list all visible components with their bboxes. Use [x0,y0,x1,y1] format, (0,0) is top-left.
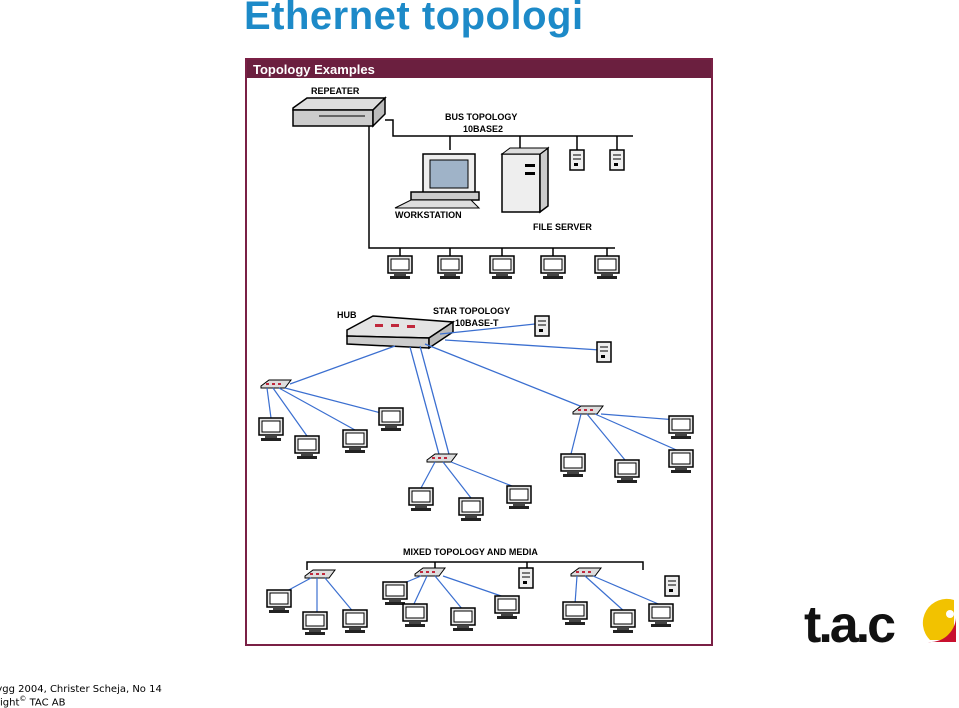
star-topology-label: STAR TOPOLOGY [433,306,510,316]
bus-cable-upper [385,119,633,137]
star-standard-label: 10BASE-T [455,318,499,328]
bus-cable-lower [368,126,615,249]
slide-title: Ethernet topologi [244,0,584,38]
repeater-icon [292,96,387,128]
tac-logo-text: t.a.c [804,596,895,654]
mixed-topology-label: MIXED TOPOLOGY AND MEDIA [403,547,538,557]
workstation-label: WORKSTATION [395,210,462,220]
footer-line-1: bygg 2004, Christer Scheja, No 14 [0,684,162,695]
star-cables [289,323,601,459]
hub-icon [346,315,456,350]
mixed-backbone [306,561,644,570]
workstation-icon [394,153,481,209]
tac-logo-emblem-icon [922,598,956,643]
tac-logo: t.a.c [804,590,959,656]
diagram-header-text: Topology Examples [253,62,375,77]
star-tower-2-icon [596,341,612,363]
topology-diagram: Topology Examples REPEATER BUS TOPOLOGY … [245,58,713,646]
footer-line-2: yright© TAC AB [0,695,65,708]
footer-copyright-symbol: © [19,695,27,703]
mixed-tower-2-icon [664,575,680,597]
bus-standard-label: 10BASE2 [463,124,503,134]
diagram-frame [245,58,713,646]
file-server-icon [500,146,550,214]
bus-topology-label: BUS TOPOLOGY [445,112,517,122]
bus-tower-1-icon [569,149,585,171]
star-tower-1-icon [534,315,550,337]
file-server-label: FILE SERVER [533,222,592,232]
repeater-label: REPEATER [311,86,360,96]
hub-label: HUB [337,310,357,320]
diagram-header-bar [247,60,711,78]
bus-tower-2-icon [609,149,625,171]
mixed-tower-1-icon [518,567,534,589]
